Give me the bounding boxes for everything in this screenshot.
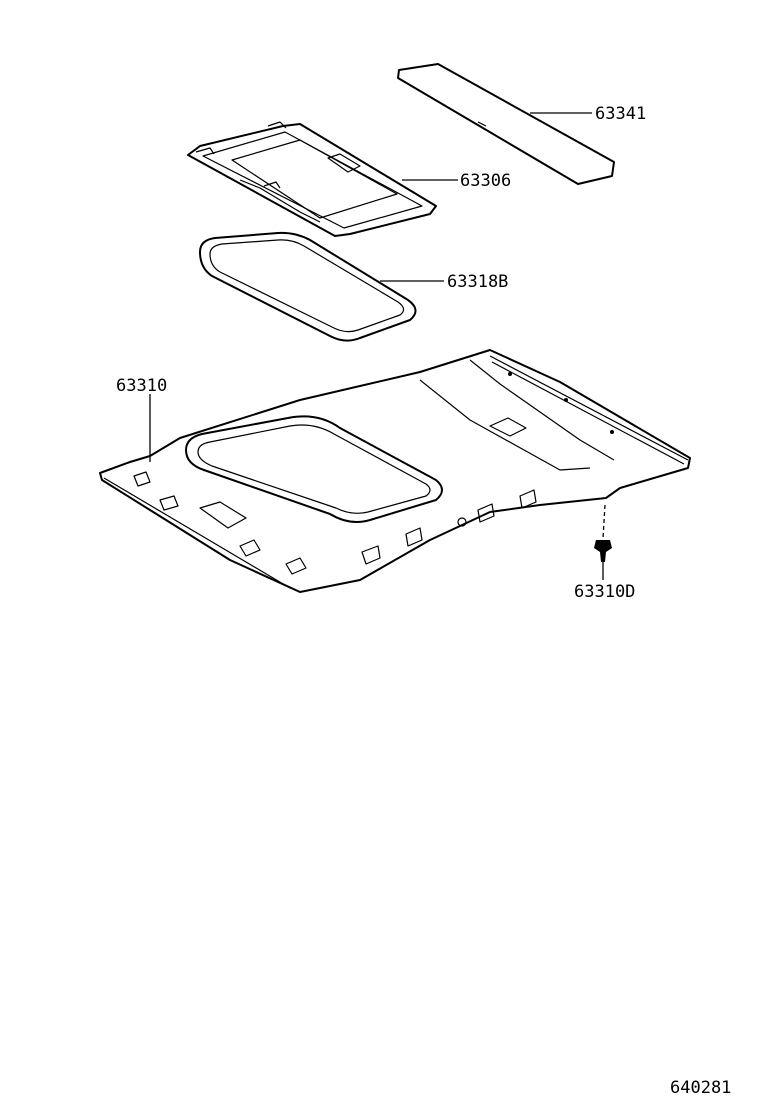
callout-63306: 63306 — [460, 171, 511, 191]
roof-headlining-part — [99, 349, 691, 593]
headlining-clip-part — [594, 504, 612, 562]
callout-63318B: 63318B — [447, 272, 508, 292]
sunroof-trim-frame-part — [187, 121, 437, 237]
callout-63341: 63341 — [595, 104, 646, 124]
figure-reference: 640281 — [670, 1078, 731, 1098]
opening-trim-seal-part — [199, 231, 417, 342]
visor-panel-part — [397, 63, 615, 185]
callout-63310: 63310 — [116, 376, 167, 396]
callout-63310D: 63310D — [574, 582, 635, 602]
